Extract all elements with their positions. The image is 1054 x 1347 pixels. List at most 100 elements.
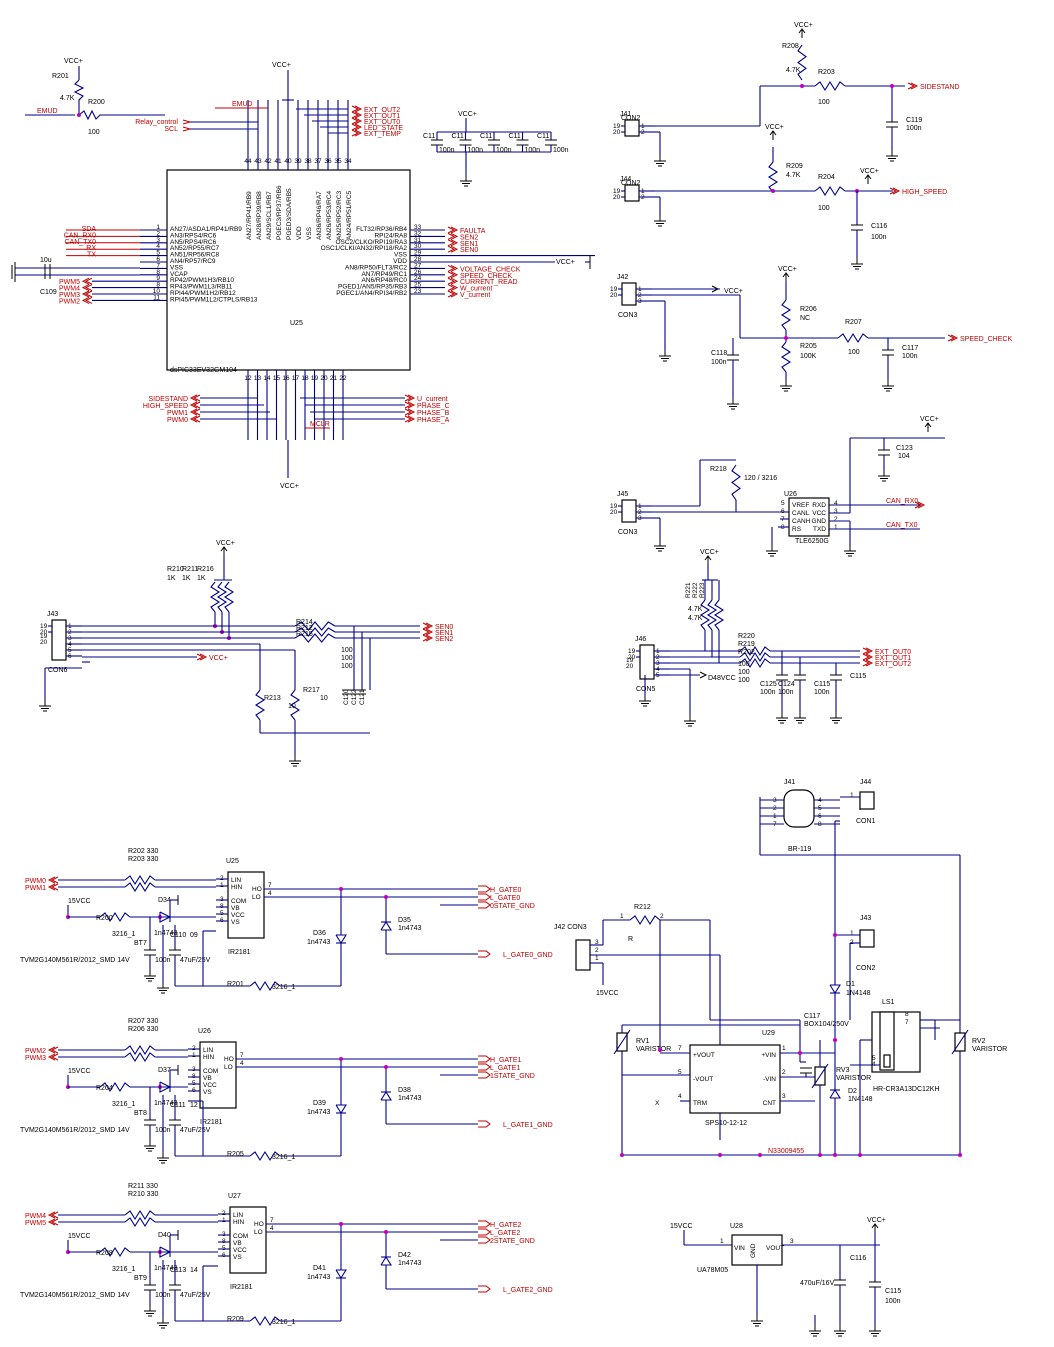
pin-number: 2: [660, 913, 664, 920]
driver-ref: U26: [198, 1028, 211, 1035]
cap-ref: C11: [480, 133, 492, 140]
pin-number: 19: [626, 657, 634, 664]
ground-symbol: [750, 1314, 764, 1327]
wire: [478, 893, 491, 901]
net-tag: PWM5: [59, 277, 93, 286]
junction-dot: [718, 1153, 722, 1157]
rv1-ref: RV1: [636, 1038, 650, 1045]
pin-name: VSS: [306, 226, 313, 240]
res-ref: R207 330: [128, 1018, 158, 1025]
wire: [335, 1269, 347, 1280]
res-value: 1K: [167, 575, 176, 582]
wire: [351, 123, 360, 131]
wire: [814, 185, 846, 197]
diode-value: 1n4743: [307, 1109, 330, 1116]
pin-name: LIN: [233, 1212, 243, 1219]
wire: [124, 1051, 156, 1063]
j44-body: [859, 791, 875, 810]
ground-symbol: [653, 539, 667, 552]
pin-number: 2: [595, 947, 599, 954]
ls1-ref: LS1: [882, 999, 895, 1006]
res-value: 4.7K: [786, 172, 801, 179]
pin-name-group: AN26/RP53/RC4: [326, 190, 333, 240]
vcc-label: VCC+: [794, 22, 813, 29]
ls1-part: HR-CR3A13DC12KH: [873, 1086, 940, 1093]
cap-ref: C115: [885, 1288, 901, 1295]
vcc-label: VCC+: [765, 124, 784, 131]
cap-value: 100n: [439, 147, 455, 154]
pin-name: COM: [231, 898, 246, 905]
pin-number: 5: [678, 1069, 682, 1076]
wire: [699, 599, 711, 631]
pin-number: 3: [595, 939, 599, 946]
net-tag: LED_STATE: [351, 123, 403, 132]
wire: [450, 239, 459, 247]
net-tag: PWM1: [167, 408, 201, 417]
cap-value: 100n: [525, 147, 541, 154]
net-tag: PWM2: [25, 1046, 59, 1055]
net-name: L_GATE1_GND: [503, 1122, 553, 1129]
pin-number: 1: [156, 224, 160, 231]
wire: [289, 689, 301, 721]
driver-body: [229, 1206, 267, 1274]
bt-ref: BT8: [134, 1110, 147, 1117]
pin-number: 30: [414, 243, 422, 250]
wire: [447, 271, 456, 279]
pin-number: 1: [620, 913, 624, 920]
vcc-arrow: [871, 1223, 879, 1234]
junction-dot: [384, 895, 388, 899]
connector-ref: J44: [620, 176, 631, 183]
connector-type: CON2: [621, 115, 641, 122]
wire: [124, 1044, 156, 1056]
cap-value: 100n: [711, 359, 727, 366]
res-value: 100: [818, 205, 830, 212]
pin-name: VCC: [231, 912, 245, 919]
wire: [629, 914, 661, 926]
pin-number: 9: [156, 275, 160, 282]
net-name: U_current: [417, 396, 448, 403]
wire: [84, 277, 93, 285]
driver-body: [227, 871, 265, 939]
junction-dot: [800, 84, 804, 88]
res-value: 4.7K: [786, 67, 801, 74]
wire: [99, 911, 131, 923]
wire: [351, 111, 360, 119]
wire: [404, 415, 413, 423]
junction-dot: [771, 189, 775, 193]
wire: [450, 290, 459, 298]
wire: [914, 501, 923, 509]
junction-dot: [833, 1153, 837, 1157]
connector-ref: J45: [617, 491, 628, 498]
cap-ref: 09: [190, 932, 198, 939]
pin-name-group: AN36/RP46/RA7: [316, 191, 323, 240]
res-value: 100: [738, 677, 750, 684]
wire: [124, 874, 156, 886]
res-value: 3216_1: [112, 1266, 135, 1273]
connector-type: CON3: [618, 529, 638, 536]
wire: [189, 415, 198, 423]
d1-ref: D1: [846, 981, 855, 988]
res-ref: R213: [264, 695, 281, 702]
cap-value: 100n: [778, 689, 794, 696]
net-name: MCLR: [310, 421, 330, 428]
net-tag: EXT_OUT0: [351, 117, 400, 126]
wire: [124, 1216, 156, 1228]
cap-ref: C110: [170, 932, 186, 939]
wire: [81, 277, 90, 285]
net-name: SEN1: [460, 241, 478, 248]
net-tag: SEN1: [447, 239, 478, 248]
pin-name: VIN: [734, 1245, 745, 1252]
wire: [196, 653, 205, 661]
cap-ref: 14: [190, 1267, 198, 1274]
bridge-part: BR-119: [788, 846, 811, 853]
net-name: SIDESTAND: [148, 396, 188, 403]
res-value: 3216_1: [112, 1101, 135, 1108]
net-name: EXT_OUT1: [875, 655, 911, 662]
cap-ref: 12: [190, 1102, 198, 1109]
vcc-label: VCC+: [64, 58, 83, 65]
wire: [478, 1120, 491, 1128]
